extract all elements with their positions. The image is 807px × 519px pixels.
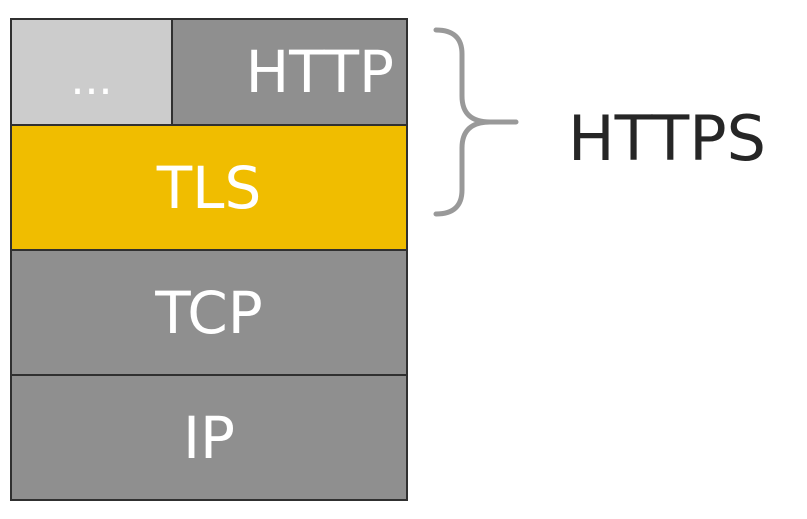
tcp-label: TCP [155,278,263,347]
http-label: HTTP [245,38,394,106]
tls-layer: TLS [10,124,408,251]
tcp-layer: TCP [10,249,408,376]
https-label: HTTPS [568,102,767,175]
tls-label: TLS [156,153,262,222]
ip-label: IP [182,403,236,472]
http-layer: HTTP [171,18,408,126]
other-protocols-layer: ... [10,18,173,126]
curly-brace-icon [433,27,519,217]
other-protocols-label: ... [70,54,113,105]
ip-layer: IP [10,374,408,501]
